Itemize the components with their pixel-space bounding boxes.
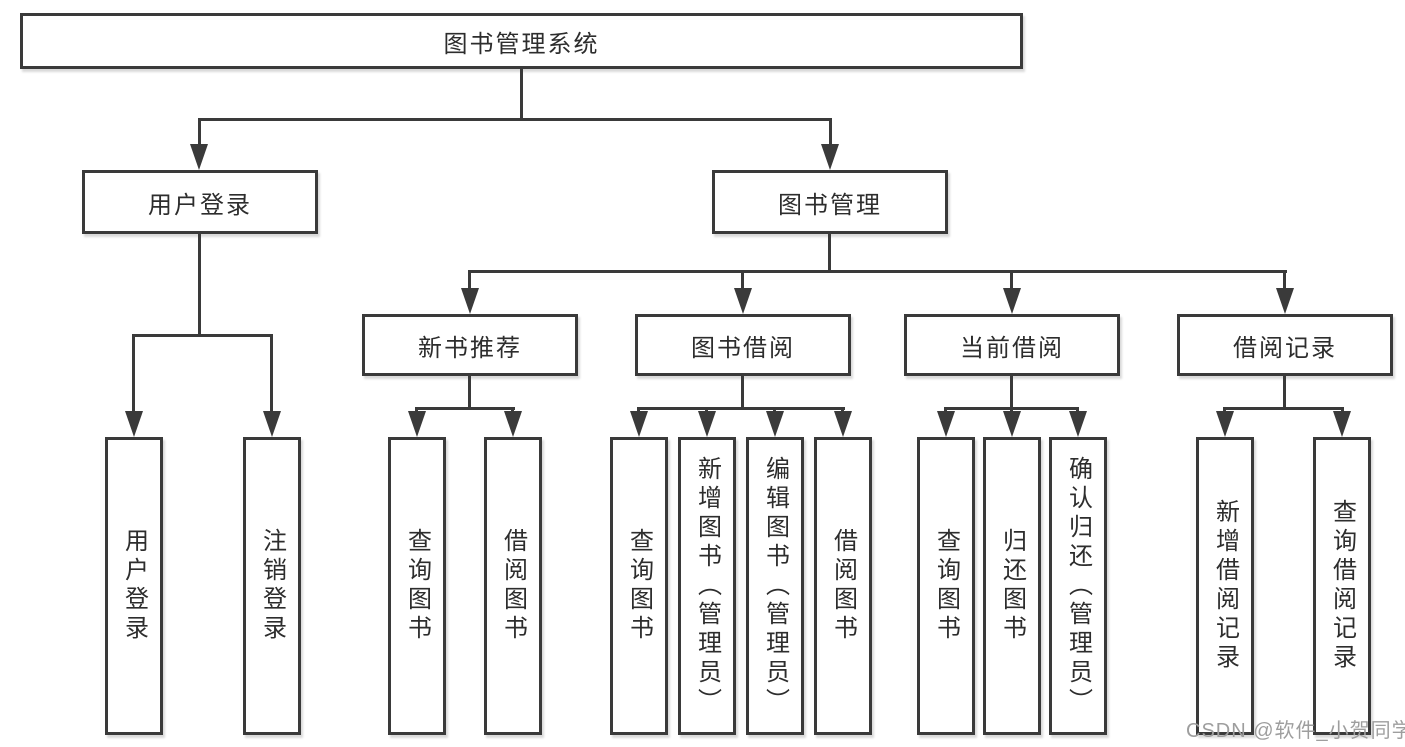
connector-line bbox=[520, 69, 523, 118]
leaf-query-borrow-record: 查询借阅记录 bbox=[1313, 437, 1371, 735]
connector-line bbox=[1010, 270, 1013, 292]
leaf-add-books-admin: 新增图书（管理员） bbox=[678, 437, 736, 735]
connector-line bbox=[637, 407, 845, 410]
connector-line bbox=[1283, 376, 1286, 407]
connector-line bbox=[469, 270, 1287, 273]
connector-line bbox=[741, 376, 744, 407]
connector-arrowhead bbox=[1003, 411, 1021, 437]
connector-line bbox=[468, 270, 471, 292]
leaf-user-login: 用户登录 bbox=[105, 437, 163, 735]
connector-line bbox=[1283, 270, 1286, 292]
connector-arrowhead bbox=[630, 411, 648, 437]
leaf-borrow-books: 借阅图书 bbox=[814, 437, 872, 735]
connector-line bbox=[415, 407, 515, 410]
csdn-watermark: CSDN @软件_小贺同学 bbox=[1186, 720, 1405, 742]
node-borrowing-records: 借阅记录 bbox=[1177, 314, 1393, 376]
connector-arrowhead bbox=[734, 288, 752, 314]
connector-arrowhead bbox=[1069, 411, 1087, 437]
connector-line bbox=[198, 118, 832, 121]
connector-line bbox=[132, 334, 273, 337]
connector-arrowhead bbox=[504, 411, 522, 437]
leaf-logout: 注销登录 bbox=[243, 437, 301, 735]
connector-line bbox=[468, 376, 471, 407]
connector-line bbox=[829, 118, 832, 146]
connector-arrowhead bbox=[766, 411, 784, 437]
connector-arrowhead bbox=[834, 411, 852, 437]
connector-arrowhead bbox=[1003, 288, 1021, 314]
connector-line bbox=[270, 334, 273, 413]
leaf-return-books: 归还图书 bbox=[983, 437, 1041, 735]
leaf-borrow-books-recommend: 借阅图书 bbox=[484, 437, 542, 735]
node-current-borrowing: 当前借阅 bbox=[904, 314, 1120, 376]
leaf-confirm-return-admin: 确认归还（管理员） bbox=[1049, 437, 1107, 735]
leaf-query-books-recommend: 查询图书 bbox=[388, 437, 446, 735]
connector-line bbox=[198, 118, 201, 146]
node-new-book-recommendation: 新书推荐 bbox=[362, 314, 578, 376]
connector-arrowhead bbox=[190, 144, 208, 170]
connector-arrowhead bbox=[821, 144, 839, 170]
connector-line bbox=[198, 234, 201, 334]
connector-line bbox=[132, 334, 135, 413]
connector-arrowhead bbox=[698, 411, 716, 437]
connector-arrowhead bbox=[1216, 411, 1234, 437]
connector-arrowhead bbox=[461, 288, 479, 314]
node-book-management: 图书管理 bbox=[712, 170, 948, 234]
leaf-query-books-borrow: 查询图书 bbox=[610, 437, 668, 735]
connector-line bbox=[741, 270, 744, 292]
connector-line bbox=[828, 234, 831, 270]
connector-line bbox=[1010, 376, 1013, 407]
connector-line bbox=[1223, 407, 1344, 410]
connector-arrowhead bbox=[1276, 288, 1294, 314]
node-book-borrowing: 图书借阅 bbox=[635, 314, 851, 376]
leaf-query-books-current: 查询图书 bbox=[917, 437, 975, 735]
connector-arrowhead bbox=[1333, 411, 1351, 437]
node-user-login: 用户登录 bbox=[82, 170, 318, 234]
connector-arrowhead bbox=[408, 411, 426, 437]
connector-arrowhead bbox=[937, 411, 955, 437]
connector-arrowhead bbox=[125, 411, 143, 437]
connector-arrowhead bbox=[263, 411, 281, 437]
leaf-edit-books-admin: 编辑图书（管理员） bbox=[746, 437, 804, 735]
leaf-add-borrow-record: 新增借阅记录 bbox=[1196, 437, 1254, 735]
node-library-management-system: 图书管理系统 bbox=[20, 13, 1023, 69]
